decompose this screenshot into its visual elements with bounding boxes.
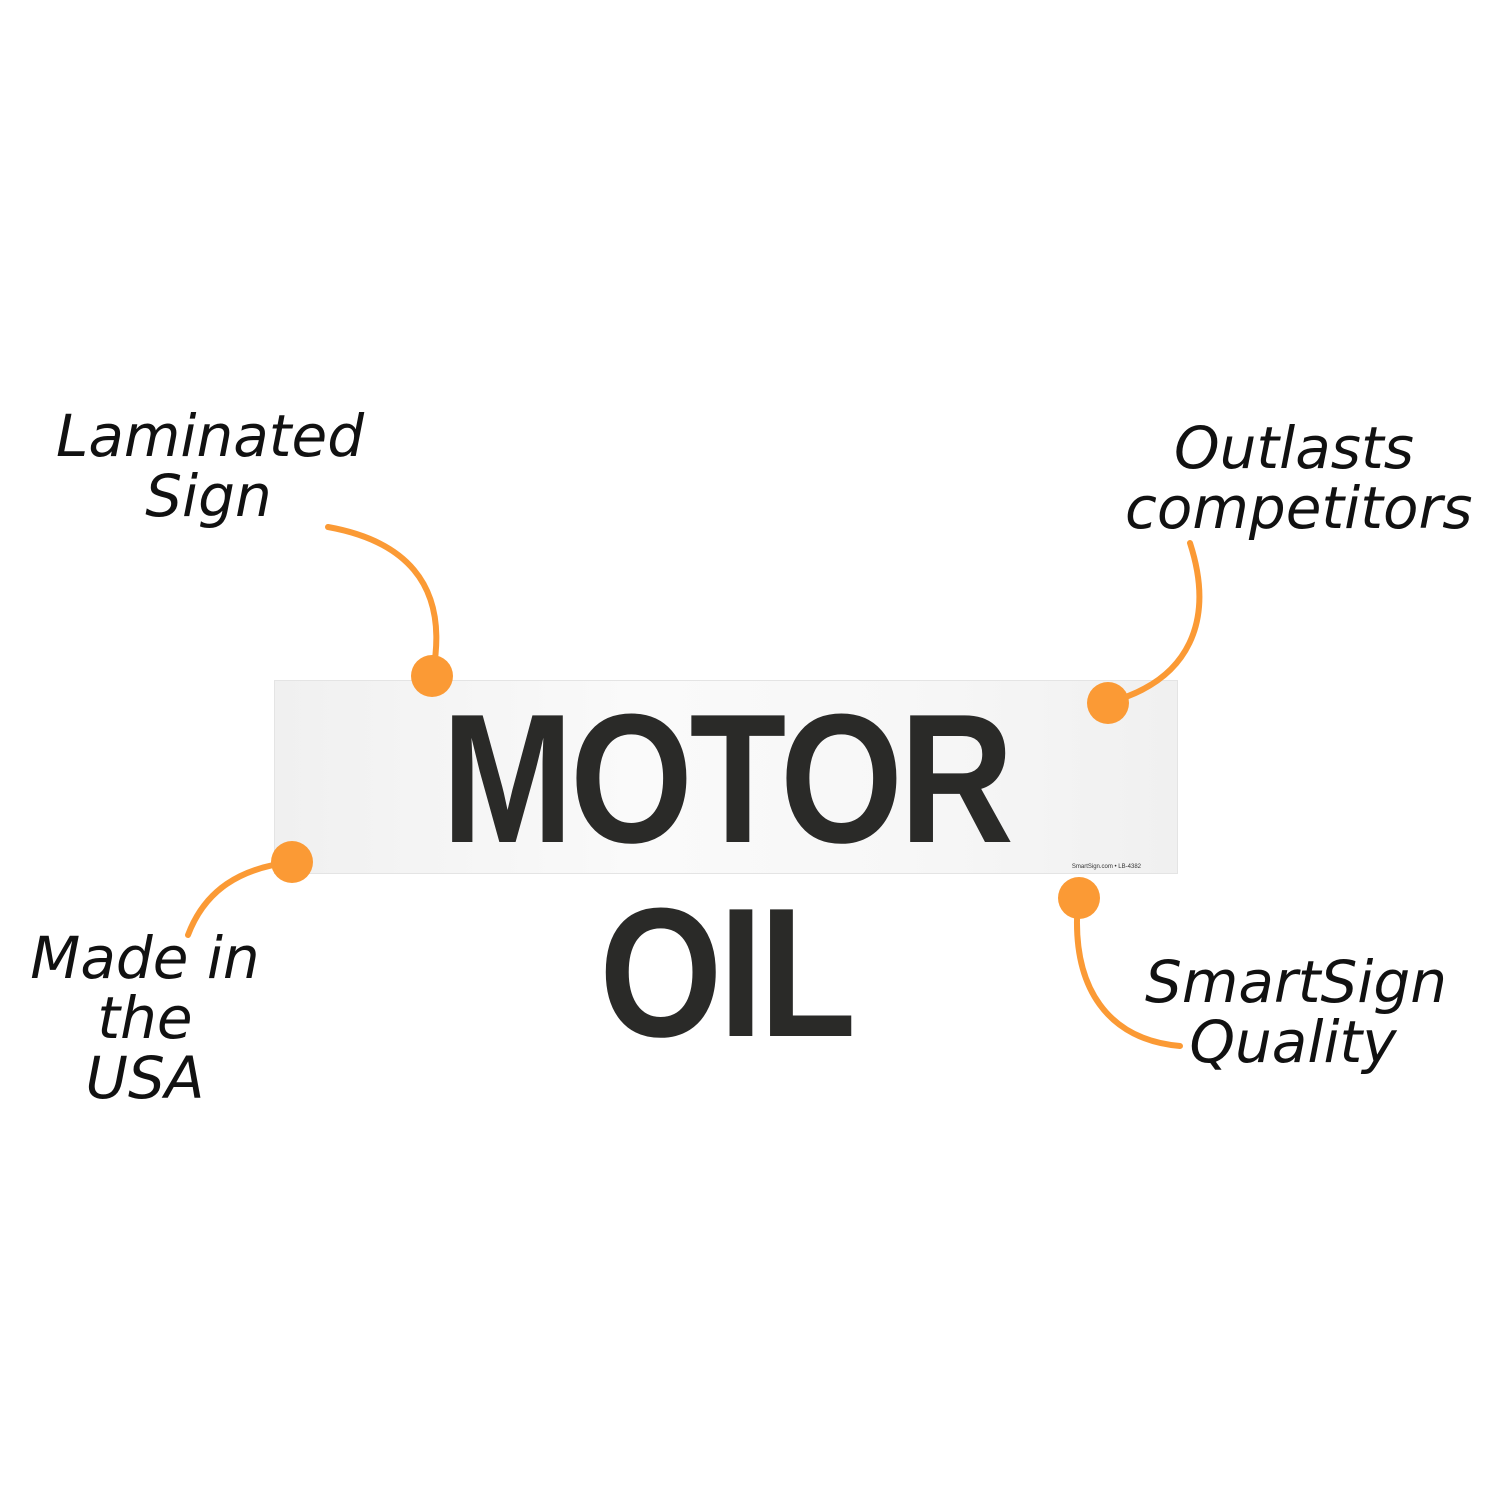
- callout-line: Sign: [145, 462, 272, 530]
- callout-line: the USA: [85, 984, 205, 1112]
- dot-outlasts: [1087, 682, 1129, 724]
- connector-quality: [1074, 897, 1183, 1049]
- callout-usa: Made in the USA: [30, 928, 260, 1108]
- callout-line: Outlasts: [1174, 414, 1414, 482]
- sign-code: SmartSign.com • LB-4382: [1071, 864, 1141, 870]
- dot-laminated: [411, 655, 453, 697]
- motor-oil-sign: MOTOR OIL SmartSign.com • LB-4382: [274, 675, 1178, 1075]
- sign-title: MOTOR OIL: [441, 675, 1014, 1075]
- dot-quality: [1058, 877, 1100, 919]
- connector-laminated: [325, 524, 440, 675]
- callout-laminated: Laminated Sign: [56, 402, 365, 530]
- dot-usa: [271, 841, 313, 883]
- callout-line: Laminated: [56, 402, 365, 470]
- callout-outlasts: Outlasts competitors: [1125, 414, 1473, 542]
- callout-quality: SmartSign Quality: [1145, 948, 1447, 1076]
- callout-line: competitors: [1125, 474, 1473, 542]
- connector-outlasts: [1107, 540, 1203, 705]
- callout-line: Quality: [1189, 1008, 1397, 1076]
- callout-line: SmartSign: [1145, 948, 1447, 1016]
- callout-line: Made in: [30, 924, 260, 992]
